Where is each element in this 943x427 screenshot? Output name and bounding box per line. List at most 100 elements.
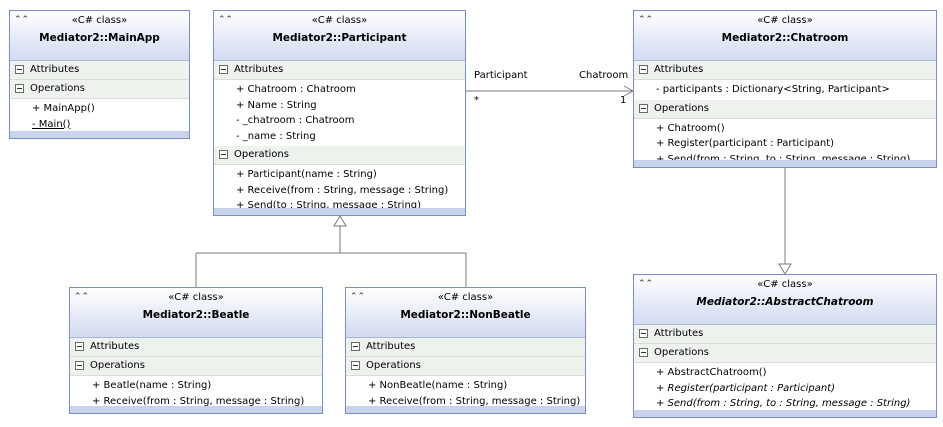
stereotype-label: «C# class» [71, 15, 128, 26]
class-header: ⌃⌃ «C# class» Mediator2::AbstractChatroo… [634, 275, 936, 325]
collapse-minus-icon[interactable] [15, 84, 24, 93]
class-chatroom[interactable]: ⌃⌃ «C# class» Mediator2::Chatroom Attrib… [633, 10, 937, 168]
class-name: Mediator2::MainApp [39, 32, 160, 44]
class-name: Mediator2::NonBeatle [400, 309, 531, 321]
collapse-chevron-icon[interactable]: ⌃⌃ [74, 292, 90, 302]
attributes-label: Attributes [90, 341, 140, 352]
collapse-chevron-icon[interactable]: ⌃⌃ [638, 15, 654, 25]
collapse-minus-icon[interactable] [219, 65, 228, 74]
collapse-chevron-icon[interactable]: ⌃⌃ [14, 15, 30, 25]
operation-item[interactable]: + Register(participant : Participant) [656, 138, 835, 149]
operation-item[interactable]: + Receive(from : String, message : Strin… [236, 184, 449, 196]
attributes-list: - participants : Dictionary<String, Part… [634, 80, 936, 100]
operations-list: + Chatroom() + Register(participant : Par… [634, 119, 936, 170]
attribute-item[interactable]: - participants : Dictionary<String, Part… [656, 84, 890, 95]
attributes-section-header[interactable]: Attributes [70, 338, 322, 357]
collapse-minus-icon[interactable] [351, 361, 360, 370]
association-source-multiplicity: * [474, 95, 479, 106]
attribute-item[interactable]: + Name : String [236, 99, 317, 111]
operation-item[interactable]: - Main() [32, 118, 71, 130]
class-header: ⌃⌃ «C# class» Mediator2::Chatroom [634, 11, 936, 61]
attribute-item[interactable]: + Chatroom : Chatroom [236, 84, 356, 95]
generalization-participant [195, 215, 467, 287]
attributes-label: Attributes [234, 64, 284, 75]
class-header: ⌃⌃ «C# class» Mediator2::NonBeatle [346, 288, 585, 338]
class-footer [346, 406, 585, 413]
class-header: ⌃⌃ «C# class» Mediator2::MainApp [10, 11, 189, 61]
operation-item[interactable]: + Receive(from : String, message : Strin… [92, 395, 305, 407]
association-target-role: Chatroom [579, 70, 629, 81]
collapse-minus-icon[interactable] [639, 65, 648, 74]
operations-list: + AbstractChatroom() + Register(participa… [634, 363, 936, 414]
attribute-item[interactable]: - _name : String [236, 130, 316, 142]
attribute-item[interactable]: - _chatroom : Chatroom [236, 115, 355, 126]
class-name: Mediator2::Chatroom [721, 32, 849, 44]
class-footer [634, 410, 936, 417]
operations-section-header[interactable]: Operations [214, 146, 465, 165]
operations-section-header[interactable]: Operations [346, 357, 585, 376]
operation-item[interactable]: + Send(to : String, message : String) [236, 200, 422, 211]
association-source-role: Participant [474, 70, 528, 81]
class-footer [10, 131, 189, 138]
attributes-list: + Chatroom : Chatroom + Name : String - _c… [214, 80, 465, 146]
stereotype-label: «C# class» [757, 279, 813, 290]
class-name: Mediator2::Participant [272, 32, 407, 44]
attributes-section-header[interactable]: Attributes [10, 61, 189, 80]
attributes-label: Attributes [366, 341, 416, 352]
stereotype-label: «C# class» [757, 15, 813, 26]
class-name: Mediator2::Beatle [142, 309, 250, 321]
operations-section-header[interactable]: Operations [10, 80, 189, 99]
operations-label: Operations [30, 83, 85, 94]
operation-item[interactable]: + Beatle(name : String) [92, 380, 212, 391]
class-participant[interactable]: ⌃⌃ «C# class» Mediator2::Participant Att… [213, 10, 466, 216]
class-footer [214, 208, 465, 215]
operation-item[interactable]: + Register(participant : Participant) [656, 382, 835, 394]
operations-section-header[interactable]: Operations [634, 99, 936, 119]
attributes-section-header[interactable]: Attributes [634, 61, 936, 80]
stereotype-label: «C# class» [168, 292, 224, 303]
operation-item[interactable]: + Send(from : String, to : String, messa… [656, 398, 911, 409]
collapse-minus-icon[interactable] [639, 103, 648, 113]
operations-label: Operations [366, 360, 421, 371]
association-line [466, 85, 635, 97]
operation-item[interactable]: + Participant(name : String) [236, 169, 377, 180]
attributes-label: Attributes [30, 64, 80, 75]
collapse-minus-icon[interactable] [639, 348, 648, 357]
stereotype-label: «C# class» [311, 15, 368, 26]
collapse-chevron-icon[interactable]: ⌃⌃ [218, 15, 234, 25]
operations-label: Operations [654, 347, 709, 358]
class-nonbeatle[interactable]: ⌃⌃ «C# class» Mediator2::NonBeatle Attri… [345, 287, 586, 414]
operations-list: + MainApp() - Main() [10, 99, 189, 134]
operations-section-header[interactable]: Operations [634, 344, 936, 363]
collapse-minus-icon[interactable] [15, 65, 24, 74]
operations-section-header[interactable]: Operations [70, 357, 322, 376]
collapse-minus-icon[interactable] [75, 361, 84, 370]
collapse-minus-icon[interactable] [75, 342, 84, 351]
operation-item[interactable]: + AbstractChatroom() [656, 367, 767, 378]
operation-item[interactable]: + NonBeatle(name : String) [368, 380, 508, 391]
operation-item[interactable]: + Send(from : String, to : String, messa… [656, 153, 911, 165]
class-beatle[interactable]: ⌃⌃ «C# class» Mediator2::Beatle Attribut… [69, 287, 323, 414]
class-header: ⌃⌃ «C# class» Mediator2::Participant [214, 11, 465, 61]
attributes-section-header[interactable]: Attributes [346, 338, 585, 357]
operation-item[interactable]: + Chatroom() [656, 122, 725, 134]
class-abstractchatroom[interactable]: ⌃⌃ «C# class» Mediator2::AbstractChatroo… [633, 274, 937, 418]
operation-item[interactable]: + MainApp() [32, 103, 95, 114]
attributes-label: Attributes [654, 64, 704, 75]
collapse-chevron-icon[interactable]: ⌃⌃ [638, 279, 654, 289]
collapse-chevron-icon[interactable]: ⌃⌃ [350, 292, 366, 302]
operations-label: Operations [234, 149, 289, 160]
attributes-label: Attributes [654, 328, 704, 339]
attributes-section-header[interactable]: Attributes [214, 61, 465, 80]
class-mainapp[interactable]: ⌃⌃ «C# class» Mediator2::MainApp Attribu… [9, 10, 190, 139]
collapse-minus-icon[interactable] [219, 150, 228, 159]
generalization-chatroom [778, 168, 792, 275]
operation-item[interactable]: + Receive(from : String, message : Strin… [368, 395, 581, 407]
association-target-multiplicity: 1 [620, 95, 627, 106]
collapse-minus-icon[interactable] [639, 329, 648, 338]
attributes-section-header[interactable]: Attributes [634, 325, 936, 344]
stereotype-label: «C# class» [437, 292, 494, 303]
operations-label: Operations [654, 102, 709, 114]
operations-label: Operations [90, 360, 145, 371]
collapse-minus-icon[interactable] [351, 342, 360, 351]
